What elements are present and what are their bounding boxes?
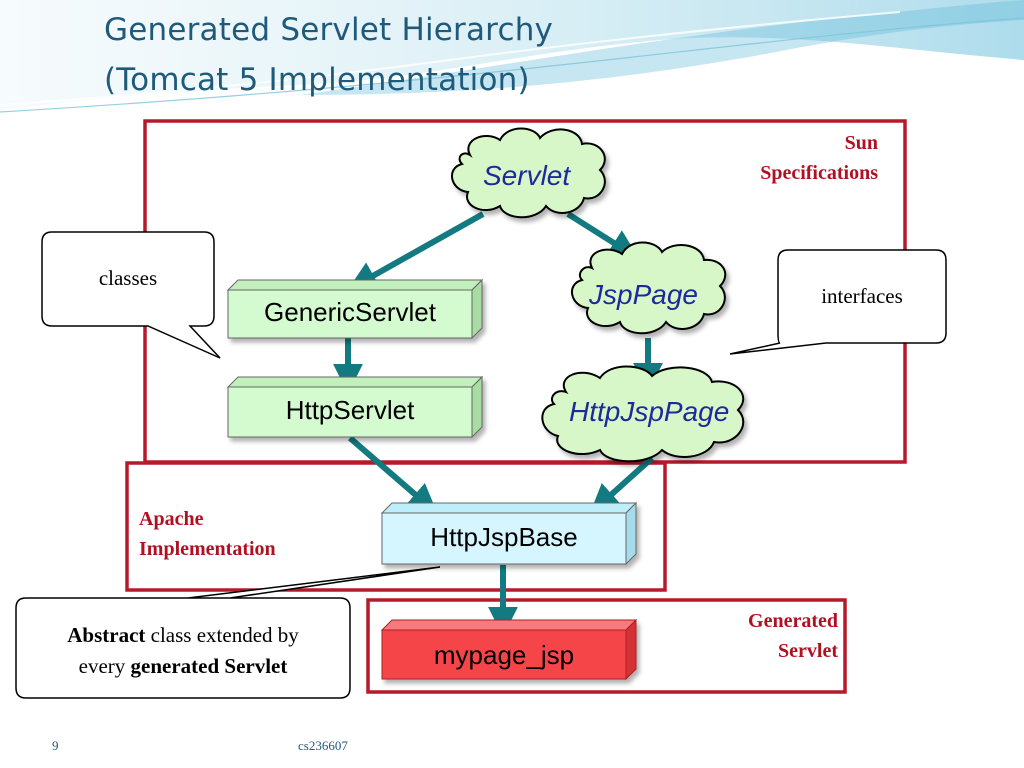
servlet-cloud-shape bbox=[451, 127, 606, 219]
abstract-callout-line1: Abstract class extended by bbox=[16, 620, 350, 651]
mypage-jsp-class-label: mypage_jsp bbox=[433, 640, 575, 670]
classes-callout-text: classes bbox=[98, 266, 158, 290]
arrow-servlet-to-jsppage bbox=[566, 211, 640, 259]
sun-label-line2: Specifications bbox=[760, 162, 878, 184]
jsppage-cloud-shape bbox=[571, 241, 727, 335]
jsppage-interface-label: JspPage bbox=[589, 279, 698, 310]
mypage-jsp-box-shape bbox=[380, 618, 638, 681]
genericservlet-box-shape bbox=[226, 278, 484, 340]
servlet-interface-label: Servlet bbox=[483, 160, 571, 191]
abstract-callout-line2: every generated Servlet bbox=[16, 651, 350, 682]
interfaces-callout-text: interfaces bbox=[821, 284, 903, 308]
abstract-bold: Abstract bbox=[67, 623, 146, 647]
arrow-httpjsppage-to-httpjspbase bbox=[589, 455, 655, 515]
httpjsppage-interface-label: HttpJspPage bbox=[569, 396, 730, 427]
generated-label-line2: Servlet bbox=[778, 640, 838, 662]
abstract-text2: every bbox=[78, 654, 131, 678]
generated-servlet-bold: generated Servlet bbox=[130, 654, 288, 678]
generated-servlet-region bbox=[366, 598, 847, 694]
sun-specifications-label: Sun Specifications bbox=[760, 128, 878, 188]
httpjspbase-class-label: HttpJspBase bbox=[430, 522, 578, 552]
apache-label-line1: Apache bbox=[139, 508, 204, 530]
generated-label-line1: Generated bbox=[748, 610, 838, 632]
abstract-callout-bubble bbox=[15, 566, 441, 699]
apache-implementation-region bbox=[125, 461, 667, 592]
httpjspbase-box-shape bbox=[380, 501, 638, 566]
generated-servlet-label: Generated Servlet bbox=[748, 606, 838, 666]
course-code: cs236607 bbox=[298, 738, 348, 753]
classes-callout-bubble bbox=[41, 231, 221, 359]
httpservlet-box-shape bbox=[226, 375, 484, 439]
inheritance-arrows bbox=[333, 211, 663, 637]
interfaces-callout-bubble bbox=[729, 249, 947, 355]
abstract-callout-text: Abstract class extended by every generat… bbox=[16, 620, 350, 682]
header-wave-decoration bbox=[0, 0, 1024, 113]
httpservlet-class-label: HttpServlet bbox=[285, 395, 415, 425]
sun-label-line1: Sun bbox=[844, 132, 878, 154]
apache-implementation-label: Apache Implementation bbox=[139, 504, 276, 564]
slide-subtitle: (Tomcat 5 Implementation) bbox=[104, 62, 530, 98]
genericservlet-class-label: GenericServlet bbox=[264, 297, 436, 327]
slide-title: Generated Servlet Hierarchy bbox=[104, 12, 554, 48]
abstract-text1: class extended by bbox=[145, 623, 299, 647]
page-number: 9 bbox=[52, 738, 59, 753]
apache-label-line2: Implementation bbox=[139, 538, 276, 560]
httpjsppage-cloud-shape bbox=[541, 365, 745, 463]
arrow-servlet-to-genericservlet bbox=[347, 211, 485, 291]
arrow-httpservlet-to-httpjspbase bbox=[348, 435, 438, 515]
